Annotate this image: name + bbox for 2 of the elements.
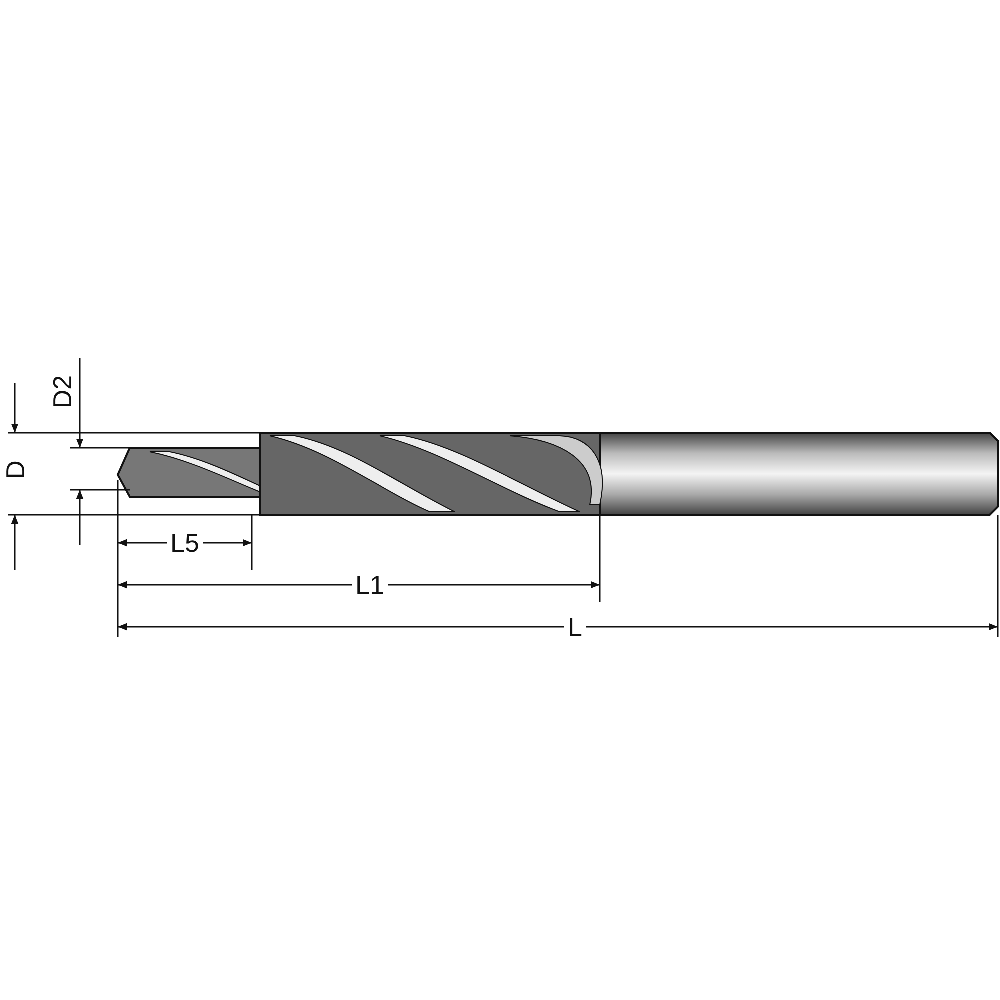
dimension-label: D <box>2 460 28 482</box>
dimension-label: D2 <box>49 374 76 411</box>
